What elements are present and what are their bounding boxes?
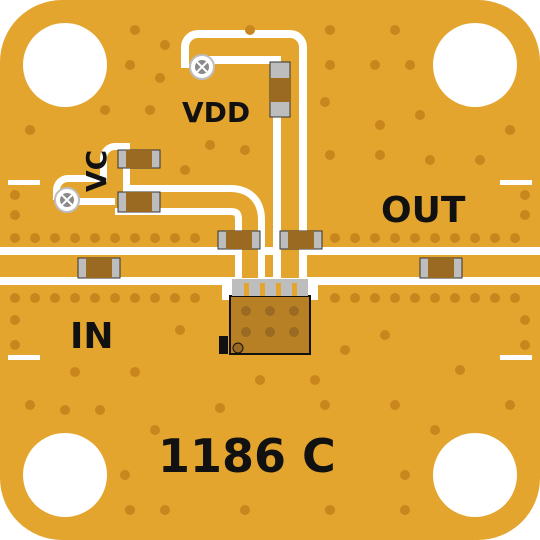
mounting-hole-bottom-left — [23, 433, 107, 517]
vc-label: VC — [80, 150, 113, 192]
vc-test-point[interactable] — [54, 187, 80, 213]
pin-1-marker-icon — [219, 336, 228, 354]
out-label: OUT — [381, 190, 466, 231]
amplifier-ic — [229, 279, 311, 355]
vdd-test-point[interactable] — [189, 54, 215, 80]
in-label: IN — [70, 316, 114, 357]
bias-inductor-right — [279, 230, 323, 250]
rf-through-line — [0, 255, 540, 277]
bias-inductor-left — [217, 230, 261, 250]
part-number-label: 1186 C — [158, 429, 336, 483]
mounting-hole-top-left — [23, 23, 107, 107]
via-array — [10, 25, 530, 515]
output-coupling-capacitor — [419, 257, 463, 279]
mounting-hole-top-right — [433, 23, 517, 107]
vdd-capacitor — [269, 61, 291, 118]
input-coupling-capacitor — [77, 257, 121, 279]
mounting-hole-bottom-right — [433, 433, 517, 517]
vc-resistor — [117, 191, 161, 213]
vdd-label: VDD — [182, 96, 250, 129]
vc-capacitor-top — [117, 149, 161, 169]
